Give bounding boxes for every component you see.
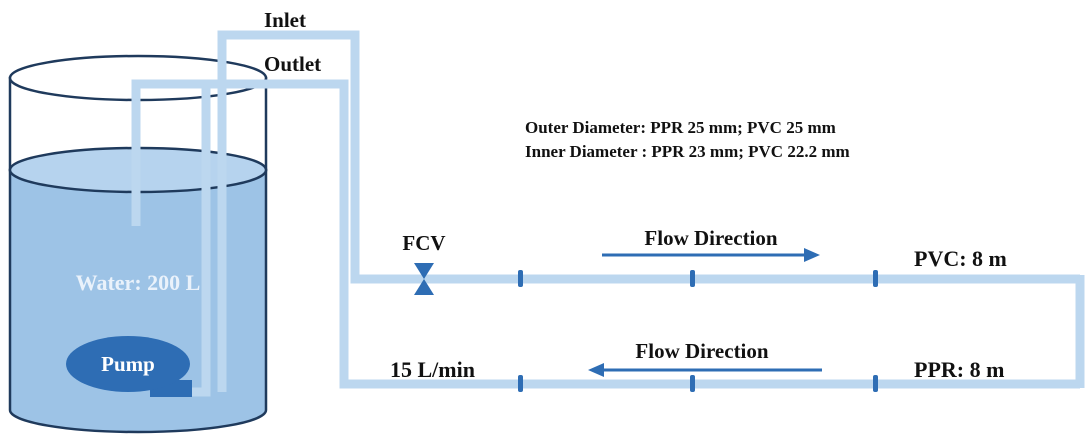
pipe-coupling-icon <box>873 270 878 287</box>
pipe-coupling-icon <box>690 375 695 392</box>
outlet-label: Outlet <box>264 52 321 76</box>
outlet-pipe <box>185 79 520 397</box>
inlet-label: Inlet <box>264 8 306 32</box>
outer-diameter-spec: Outer Diameter: PPR 25 mm; PVC 25 mm <box>525 118 836 137</box>
pipe-coupling-icon <box>518 270 523 287</box>
fcv-label: FCV <box>402 231 445 255</box>
tank-return-stub <box>131 79 206 226</box>
pump-body <box>66 336 190 392</box>
pipe-coupling-icon <box>873 375 878 392</box>
ppr-length-label: PPR: 8 m <box>914 357 1004 382</box>
water-volume-label: Water: 200 L <box>76 270 201 295</box>
pipe-coupling-icon <box>518 375 523 392</box>
pvc-length-label: PVC: 8 m <box>914 246 1007 271</box>
pipe-coupling-icon <box>690 270 695 287</box>
flow-direction-top-label: Flow Direction <box>644 226 777 250</box>
flow-rate-label: 15 L/min <box>390 357 475 382</box>
flow-direction-bottom-label: Flow Direction <box>635 339 768 363</box>
arrow-right-icon <box>602 248 820 262</box>
inner-diameter-spec: Inner Diameter : PPR 23 mm; PVC 22.2 mm <box>525 142 850 161</box>
inlet-pipe <box>217 30 520 392</box>
pump-label: Pump <box>101 352 155 376</box>
arrow-left-icon <box>588 363 822 377</box>
pump: Pump <box>66 336 192 397</box>
bowtie-valve-icon <box>414 263 434 295</box>
